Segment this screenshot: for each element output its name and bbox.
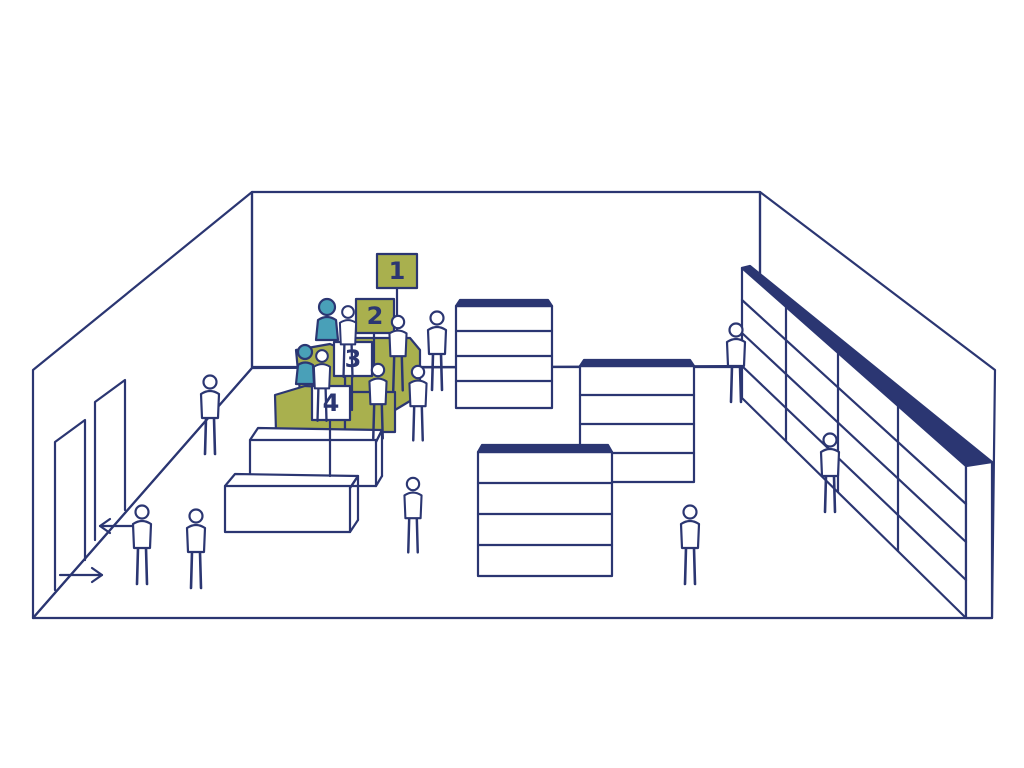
- exit-arrow-icon: [98, 517, 140, 535]
- doors: [53, 378, 127, 592]
- door-front: [53, 418, 87, 592]
- shelf-unit-back: [454, 298, 554, 410]
- wall-shelving-face: [740, 266, 968, 620]
- wall-shelving-end: [964, 460, 994, 620]
- shopper: [131, 504, 153, 586]
- counter-number-2: 2: [367, 302, 384, 330]
- shopper: [725, 322, 747, 404]
- shopper: [403, 476, 423, 554]
- shopper: [338, 305, 358, 378]
- counter-sign-1: 1: [375, 252, 419, 342]
- shopper: [388, 314, 408, 392]
- cashier-2: [294, 343, 316, 386]
- cashier-1: [314, 297, 340, 342]
- shopper: [679, 504, 701, 586]
- counter-number-1: 1: [389, 257, 406, 285]
- checkout-area: 1 2 3 4: [223, 252, 422, 534]
- wall-shelving: [740, 264, 994, 620]
- door-back: [93, 378, 127, 542]
- left-wall: [31, 190, 254, 620]
- shelf-unit-front: [476, 443, 614, 578]
- entrance-arrow-icon: [58, 566, 104, 584]
- shopper: [312, 349, 332, 422]
- shopper: [408, 364, 428, 442]
- shopper: [426, 310, 448, 392]
- shopper: [368, 362, 388, 440]
- shopper: [819, 432, 841, 514]
- shoppers: [131, 305, 841, 590]
- counter-sign-2: 2: [354, 297, 396, 372]
- shopper: [185, 508, 207, 590]
- front-counter-lower: [223, 472, 360, 534]
- shopper: [199, 374, 221, 456]
